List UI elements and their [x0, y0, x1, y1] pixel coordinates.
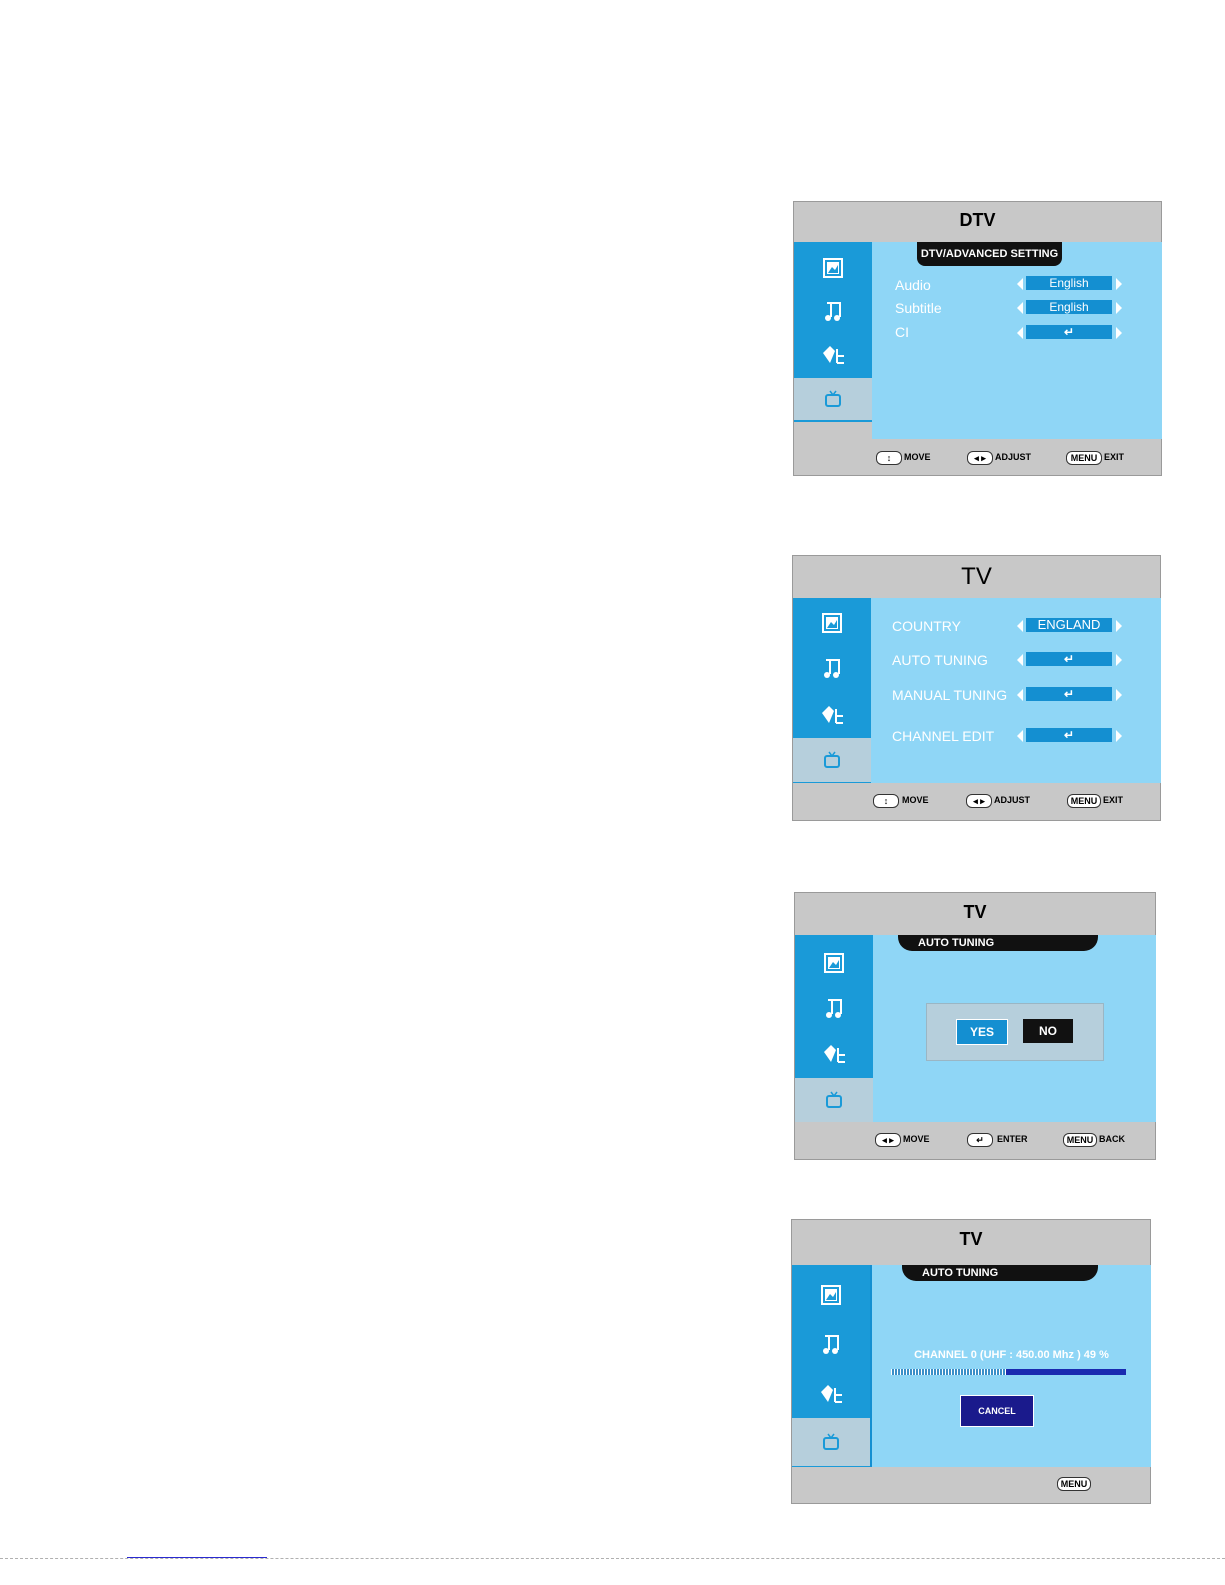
confirm-box: YES NO — [926, 1003, 1104, 1061]
left-arrow-icon[interactable] — [1017, 620, 1023, 632]
right-arrow-icon[interactable] — [1116, 689, 1122, 701]
sound-icon[interactable] — [793, 647, 871, 689]
country-value[interactable]: ENGLAND — [1026, 618, 1112, 632]
updown-key-icon: ↕ — [873, 794, 899, 808]
auto-tuning-enter[interactable]: ↵ — [1026, 652, 1112, 666]
footer-back-label: BACK — [1099, 1134, 1125, 1144]
sidebar — [793, 598, 871, 783]
left-arrow-icon[interactable] — [1017, 278, 1023, 290]
tuning-progress-fill — [891, 1369, 1006, 1375]
picture-icon[interactable] — [793, 602, 871, 644]
sidebar — [792, 1265, 870, 1467]
page-footer-rule — [0, 1558, 1225, 1559]
menu-key-icon: MENU — [1066, 451, 1102, 465]
tv-menu-item[interactable] — [792, 1418, 870, 1466]
menu-title: TV — [792, 1229, 1150, 1250]
footer-bar: ◂ ▸ MOVE ↵ ENTER MENU BACK — [795, 1121, 1155, 1159]
tv-icon — [821, 1432, 841, 1452]
tv-menu-item[interactable] — [795, 1078, 873, 1122]
footer-exit-label: EXIT — [1104, 452, 1124, 462]
menu-key-icon: MENU — [1057, 1477, 1091, 1491]
tv-icon — [823, 389, 843, 409]
footnote-rule — [127, 1557, 267, 1558]
leftright-key-icon: ◂ ▸ — [875, 1133, 901, 1147]
subtitle-value[interactable]: English — [1026, 300, 1112, 314]
tv-menu-item[interactable] — [793, 738, 871, 782]
setup-icon[interactable] — [794, 333, 872, 375]
tv-menu: TV COUNTRY ENGLAND AUTO TUNING ↵ MANUAL … — [792, 555, 1161, 821]
right-arrow-icon[interactable] — [1116, 302, 1122, 314]
sound-icon[interactable] — [792, 1323, 870, 1365]
right-arrow-icon[interactable] — [1116, 730, 1122, 742]
right-arrow-icon[interactable] — [1116, 620, 1122, 632]
left-arrow-icon[interactable] — [1017, 730, 1023, 742]
right-arrow-icon[interactable] — [1116, 654, 1122, 666]
no-button[interactable]: NO — [1023, 1019, 1073, 1043]
tv-icon — [824, 1090, 844, 1110]
footer-adjust-label: ADJUST — [994, 795, 1030, 805]
ci-enter-value[interactable]: ↵ — [1026, 325, 1112, 339]
section-tab: DTV/ADVANCED SETTING — [917, 242, 1062, 266]
left-arrow-icon[interactable] — [1017, 689, 1023, 701]
menu-panel: AUTO TUNING CHANNEL 0 (UHF : 450.00 Mhz … — [870, 1265, 1151, 1467]
tuning-status-text: CHANNEL 0 (UHF : 450.00 Mhz ) 49 % — [872, 1349, 1151, 1361]
footer-move-label: MOVE — [904, 452, 931, 462]
tuning-progress-bar — [891, 1369, 1126, 1375]
section-tab: AUTO TUNING — [898, 935, 1098, 951]
row-manual-tuning-label: MANUAL TUNING — [892, 687, 1007, 703]
menu-title: DTV — [794, 210, 1161, 231]
menu-title: TV — [795, 902, 1155, 923]
sound-icon[interactable] — [795, 987, 873, 1029]
auto-tuning-confirm-dialog: TV AUTO TUNING YES NO ◂ ▸ MOVE ↵ ENTER M… — [794, 892, 1156, 1160]
row-subtitle-label: Subtitle — [895, 300, 942, 316]
row-channel-edit-label: CHANNEL EDIT — [892, 728, 994, 744]
auto-tuning-progress-dialog: TV AUTO TUNING CHANNEL 0 (UHF : 450.00 M… — [791, 1219, 1151, 1504]
left-arrow-icon[interactable] — [1017, 654, 1023, 666]
right-arrow-icon[interactable] — [1116, 327, 1122, 339]
footer-exit-label: EXIT — [1103, 795, 1123, 805]
yes-button[interactable]: YES — [956, 1019, 1008, 1045]
right-arrow-icon[interactable] — [1116, 278, 1122, 290]
setup-icon[interactable] — [792, 1372, 870, 1414]
row-auto-tuning-label: AUTO TUNING — [892, 652, 988, 668]
footer-move-label: MOVE — [903, 1134, 930, 1144]
updown-key-icon: ↕ — [876, 451, 902, 465]
dtv-advanced-menu: DTV DTV/ADVANCED SETTING Audio English S… — [793, 201, 1162, 476]
picture-icon[interactable] — [795, 942, 873, 984]
menu-panel: DTV/ADVANCED SETTING Audio English Subti… — [872, 242, 1162, 439]
row-ci-label: CI — [895, 324, 909, 340]
enter-key-icon: ↵ — [967, 1133, 993, 1147]
audio-value[interactable]: English — [1026, 276, 1112, 290]
sidebar — [795, 935, 873, 1122]
menu-key-icon: MENU — [1063, 1133, 1097, 1147]
menu-panel: COUNTRY ENGLAND AUTO TUNING ↵ MANUAL TUN… — [871, 598, 1161, 783]
menu-key-icon: MENU — [1067, 794, 1101, 808]
row-audio-label: Audio — [895, 277, 931, 293]
footer-enter-label: ENTER — [997, 1134, 1028, 1144]
footer-adjust-label: ADJUST — [995, 452, 1031, 462]
row-country-label: COUNTRY — [892, 618, 961, 634]
picture-icon[interactable] — [794, 247, 872, 289]
left-arrow-icon[interactable] — [1017, 327, 1023, 339]
cancel-button[interactable]: CANCEL — [960, 1395, 1034, 1427]
leftright-key-icon: ◂ ▸ — [966, 794, 992, 808]
tv-icon — [822, 750, 842, 770]
manual-tuning-enter[interactable]: ↵ — [1026, 687, 1112, 701]
menu-panel: AUTO TUNING YES NO — [873, 935, 1156, 1122]
footer-bar: ↕ MOVE ◂ ▸ ADJUST MENU EXIT — [793, 782, 1160, 820]
left-arrow-icon[interactable] — [1017, 302, 1023, 314]
picture-icon[interactable] — [792, 1274, 870, 1316]
sound-icon[interactable] — [794, 290, 872, 332]
setup-icon[interactable] — [795, 1032, 873, 1074]
menu-title: TV — [793, 563, 1160, 591]
leftright-key-icon: ◂ ▸ — [967, 451, 993, 465]
section-tab: AUTO TUNING — [902, 1265, 1098, 1281]
sidebar — [794, 242, 872, 422]
setup-icon[interactable] — [793, 693, 871, 735]
tv-menu-item[interactable] — [794, 378, 872, 420]
footer-bar: ↕ MOVE ◂ ▸ ADJUST MENU EXIT — [794, 439, 1161, 475]
footer-move-label: MOVE — [902, 795, 929, 805]
channel-edit-enter[interactable]: ↵ — [1026, 728, 1112, 742]
footer-bar: MENU — [792, 1465, 1150, 1503]
